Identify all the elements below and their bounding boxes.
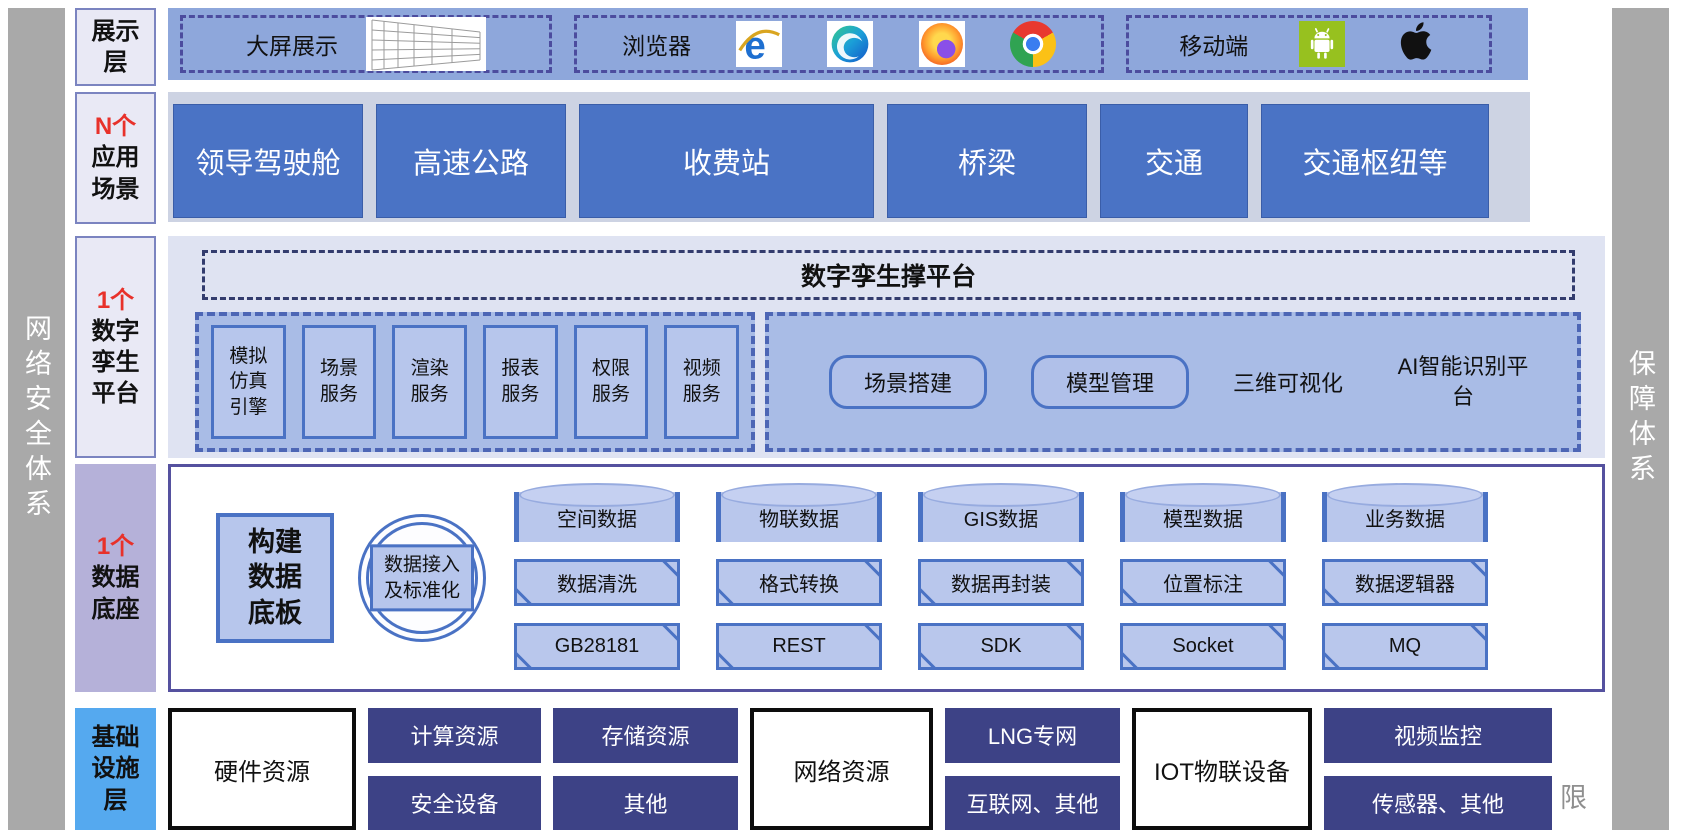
layer-label-scenarios: N个 应用场景 [75,92,156,224]
datasource-cylinder: 业务数据 [1322,483,1488,542]
data-process-box: 数据逻辑器 [1322,559,1488,606]
internet-other-box: 互联网、其他 [945,775,1120,830]
browser-group: 浏览器 e [574,15,1104,73]
browser-label: 浏览器 [622,33,692,59]
data-interface-box: REST [716,623,882,670]
service-box-simulation: 模拟仿真引擎 [211,325,286,439]
guarantee-system-sidebar: 保障体系 [1612,8,1669,830]
hardware-resource-box: 硬件资源 [168,708,356,830]
service-box-scene: 场景服务 [301,325,377,439]
data-column-model: 模型数据 位置标注 Socket [1120,483,1286,670]
data-process-box: 格式转换 [716,559,882,606]
display-layer-label: 展示层 [91,17,140,76]
data-interface-box: MQ [1322,623,1488,670]
layer-label-infrastructure: 基础设施层 [75,708,156,830]
guarantee-system-label: 保障体系 [1625,349,1655,489]
data-column-iot: 物联数据 格式转换 REST [716,483,882,670]
tool-text-ai-recognition: AI智能识别平台 [1397,354,1529,409]
datasource-cylinder: 物联数据 [716,483,882,542]
data-interface-box: SDK [918,623,1084,670]
scenario-box-traffic: 交通 [1100,104,1248,218]
data-column-spatial: 空间数据 数据清洗 GB28181 [514,483,680,670]
sensor-other-box: 传感器、其他 [1324,775,1552,830]
video-sensor-stack: 视频监控 传感器、其他 [1324,708,1552,830]
scenario-box-cockpit: 领导驾驶舱 [173,104,363,218]
platform-body: 模拟仿真引擎 场景服务 渲染服务 报表服务 权限服务 视频服务 场景搭建 模型管… [195,312,1581,452]
platform-tools-panel: 场景搭建 模型管理 三维可视化 AI智能识别平台 [765,312,1581,452]
layer-label-platform: 1个 数字孪生平台 [75,236,156,458]
ie-icon: e [736,21,783,67]
data-grid: 空间数据 数据清洗 GB28181 物联数据 格式转换 REST GIS数据 数… [514,483,1488,670]
scenarios-count: N个 [94,113,137,141]
data-interface-box: Socket [1120,623,1286,670]
service-box-permission: 权限服务 [573,325,649,439]
scenario-box-tollstation: 收费站 [579,104,874,218]
scenarios-strip: 领导驾驶舱 高速公路 收费站 桥梁 交通 交通枢纽等 [168,92,1530,222]
data-label: 数据底座 [91,564,140,623]
security-device-box: 安全设备 [368,775,541,830]
lng-network-box: LNG专网 [945,708,1120,763]
storage-resource-box: 存储资源 [553,708,738,763]
platform-count: 1个 [96,286,135,314]
big-screen-icon [366,17,486,71]
mobile-group: 移动端 [1126,15,1492,73]
service-box-video: 视频服务 [664,325,740,439]
other-box: 其他 [553,775,738,830]
network-security-label: 网络安全体系 [21,314,51,524]
display-layer-strip: 大屏展示 浏览器 e [168,8,1528,80]
scenario-box-highway: 高速公路 [376,104,566,218]
watermark-text: 限 [1560,783,1587,813]
platform-container: 数字孪生撑平台 模拟仿真引擎 场景服务 渲染服务 报表服务 权限服务 视频服务 … [168,236,1605,458]
data-access-label: 数据接入及标准化 [370,544,474,612]
mobile-label: 移动端 [1179,33,1249,59]
edge-icon [827,21,874,67]
datasource-cylinder: GIS数据 [918,483,1084,542]
data-column-gis: GIS数据 数据再封装 SDK [918,483,1084,670]
datasource-cylinder: 空间数据 [514,483,680,542]
data-process-box: 数据再封装 [918,559,1084,606]
lng-internet-stack: LNG专网 互联网、其他 [945,708,1120,830]
svg-text:e: e [745,25,766,66]
apple-icon [1395,17,1439,72]
layer-label-data: 1个 数据底座 [75,464,156,692]
data-access-circle-group: 数据接入及标准化 [358,514,486,642]
scenarios-label: 应用场景 [91,144,140,203]
tool-pill-scene-build: 场景搭建 [829,355,987,409]
network-security-sidebar: 网络安全体系 [8,8,65,830]
layer-label-display: 展示层 [75,8,156,86]
scenario-box-bridge: 桥梁 [887,104,1087,218]
iot-device-box: IOT物联设备 [1132,708,1312,830]
data-process-box: 位置标注 [1120,559,1286,606]
chrome-icon [1009,21,1056,67]
android-icon [1298,21,1345,67]
tool-pill-model-manage: 模型管理 [1031,355,1189,409]
compute-security-stack: 计算资源 安全设备 [368,708,541,830]
firefox-icon [918,21,965,67]
big-screen-label: 大屏展示 [246,33,338,59]
data-base-main-box: 构建数据底板 [216,513,334,643]
platform-title: 数字孪生撑平台 [202,250,1575,300]
infrastructure-strip: 硬件资源 计算资源 安全设备 存储资源 其他 网络资源 LNG专网 互联网、其他… [168,708,1568,830]
storage-other-stack: 存储资源 其他 [553,708,738,830]
service-box-report: 报表服务 [483,325,558,439]
service-box-render: 渲染服务 [392,325,468,439]
network-resource-box: 网络资源 [750,708,933,830]
data-process-box: 数据清洗 [514,559,680,606]
compute-resource-box: 计算资源 [368,708,541,763]
data-column-business: 业务数据 数据逻辑器 MQ [1322,483,1488,670]
platform-services-panel: 模拟仿真引擎 场景服务 渲染服务 报表服务 权限服务 视频服务 [195,312,755,452]
data-base-container: 构建数据底板 数据接入及标准化 空间数据 数据清洗 GB28181 物联数据 格… [168,464,1605,692]
big-screen-group: 大屏展示 [180,15,552,73]
video-surveillance-box: 视频监控 [1324,708,1552,763]
data-count: 1个 [96,533,135,561]
scenario-box-hub: 交通枢纽等 [1261,104,1489,218]
data-interface-box: GB28181 [514,623,680,670]
tool-text-3d-visualization: 三维可视化 [1233,371,1344,396]
datasource-cylinder: 模型数据 [1120,483,1286,542]
infrastructure-label: 基础设施层 [91,724,140,814]
platform-label: 数字孪生平台 [91,317,140,408]
